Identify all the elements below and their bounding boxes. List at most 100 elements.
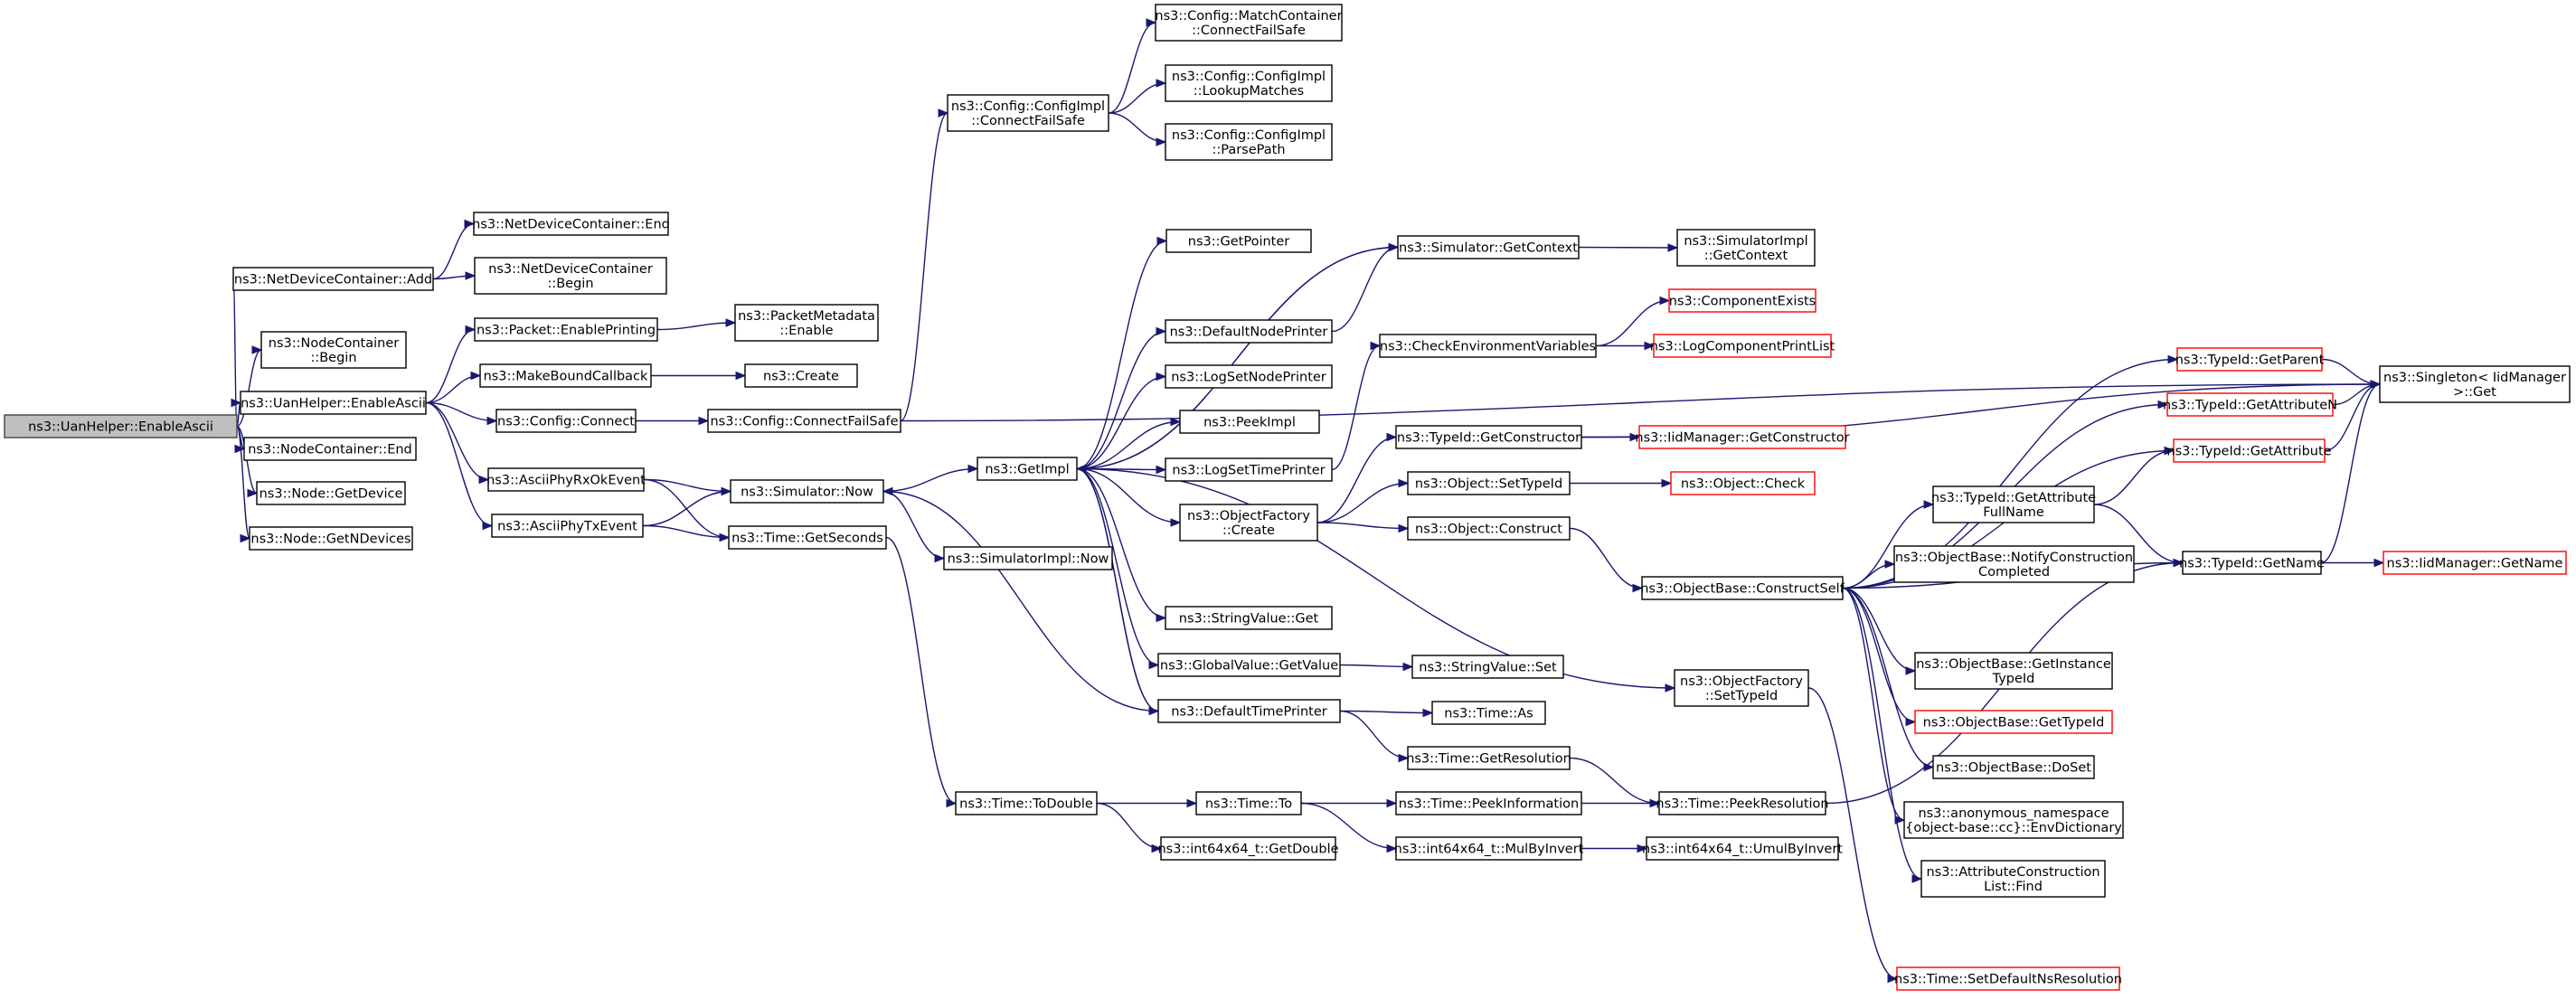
node-ns3-time-peekresolution[interactable]: ns3::Time::PeekResolution [1656,791,1829,815]
edge-n45-n54 [1569,757,1660,805]
node-ns3-config-matchcontainer-connectfailsafe[interactable]: ns3::Config::MatchContainer::ConnectFail… [1155,4,1343,42]
node-label: ns3::IidManager::GetConstructor [1635,431,1849,446]
node-ns3-config-connect[interactable]: ns3::Config::Connect [495,409,637,433]
arrowhead [1156,79,1167,88]
node-ns3-componentexists[interactable]: ns3::ComponentExists [1668,288,1816,313]
node-ns3-anonymous-namespace-object-base-cc-envdictionary[interactable]: ns3::anonymous_namespace{object-base::cc… [1903,801,2124,839]
node-ns3-objectbase-gettypeid[interactable]: ns3::ObjectBase::GetTypeId [1914,710,2113,734]
node-ns3-simulatorimpl-getcontext[interactable]: ns3::SimulatorImpl::GetContext [1676,229,1816,267]
node-box [1668,288,1816,313]
node-ns3-makeboundcallback[interactable]: ns3::MakeBoundCallback [479,363,652,388]
node-ns3-logsettimeprinter[interactable]: ns3::LogSetTimePrinter [1165,457,1333,482]
node-ns3-logcomponentprintlist[interactable]: ns3::LogComponentPrintList [1650,334,1835,358]
node-label: ns3::DefaultTimePrinter [1171,705,1326,720]
node-ns3-config-configimpl-lookupmatches[interactable]: ns3::Config::ConfigImpl::LookupMatches [1165,64,1333,102]
node-label: ::ConnectFailSafe [971,114,1085,128]
node-ns3-time-getseconds[interactable]: ns3::Time::GetSeconds [728,525,887,550]
node-ns3-simulator-getcontext[interactable]: ns3::Simulator::GetContext [1397,235,1580,259]
node-ns3-node-getdevice[interactable]: ns3::Node::GetDevice [256,481,406,505]
node-ns3-stringvalue-set[interactable]: ns3::StringValue::Set [1411,655,1564,679]
node-ns3-netdevicecontainer-add[interactable]: ns3::NetDeviceContainer::Add [232,267,434,291]
node-ns3-defaultnodeprinter[interactable]: ns3::DefaultNodePrinter [1165,319,1333,344]
node-ns3-object-settypeid[interactable]: ns3::Object::SetTypeId [1407,471,1571,495]
node-label: ns3::ComponentExists [1669,295,1816,309]
edge-n20-n33 [1076,467,1159,666]
arrowhead [719,532,731,542]
node-ns3-netdevicecontainer-end[interactable]: ns3::NetDeviceContainer::End [472,212,670,236]
node-ns3-int64x64-t-mulbyinvert[interactable]: ns3::int64x64_t::MulByInvert [1394,836,1584,861]
node-ns3-time-getresolution[interactable]: ns3::Time::GetResolution [1406,746,1571,770]
edge-n13-n17 [642,490,731,527]
arrowhead [2164,446,2175,456]
node-ns3-iidmanager-getconstructor[interactable]: ns3::IidManager::GetConstructor [1635,425,1850,449]
node-ns3-objectbase-constructself[interactable]: ns3::ObjectBase::ConstructSelf [1640,576,1845,600]
node-ns3-iidmanager-getname[interactable]: ns3::IidManager::GetName [2383,551,2567,575]
node-ns3-checkenvironmentvariables[interactable]: ns3::CheckEnvironmentVariables [1379,334,1597,358]
arrowhead [231,398,242,408]
node-ns3-object-construct[interactable]: ns3::Object::Construct [1407,516,1571,541]
node-ns3-simulator-now[interactable]: ns3::Simulator::Now [730,479,884,504]
node-ns3-simulatorimpl-now[interactable]: ns3::SimulatorImpl::Now [943,546,1113,570]
node-box [1407,516,1571,541]
node-ns3-time-peekinformation[interactable]: ns3::Time::PeekInformation [1395,791,1582,815]
node-ns3-nodecontainer-end[interactable]: ns3::NodeContainer::End [243,437,417,461]
node-label: ns3::Time::SetDefaultNsResolution [1894,973,2122,987]
node-ns3-config-configimpl-connectfailsafe[interactable]: ns3::Config::ConfigImpl::ConnectFailSafe [947,94,1109,132]
node-ns3-typeid-getname[interactable]: ns3::TypeId::GetName [2179,551,2325,575]
node-ns3-getpointer[interactable]: ns3::GetPointer [1165,229,1312,253]
node-label: ns3::TypeId::GetName [2179,557,2325,571]
node-ns3-nodecontainer-begin[interactable]: ns3::NodeContainer::Begin [260,331,407,369]
arrowhead [1661,478,1673,488]
arrowhead [251,345,263,354]
node-ns3-typeid-getparent[interactable]: ns3::TypeId::GetParent [2175,347,2325,372]
node-ns3-netdevicecontainer-begin[interactable]: ns3::NetDeviceContainer::Begin [474,257,667,295]
node-ns3-asciiphyrxokevent[interactable]: ns3::AsciiPhyRxOkEvent [486,467,646,492]
node-ns3-uanhelper-enableascii[interactable]: ns3::UanHelper::EnableAscii [4,414,238,438]
node-ns3-globalvalue-getvalue[interactable]: ns3::GlobalValue::GetValue [1157,653,1341,677]
node-label: ns3::CheckEnvironmentVariables [1380,340,1596,354]
node-ns3-time-to[interactable]: ns3::Time::To [1195,791,1302,815]
node-ns3-object-check[interactable]: ns3::Object::Check [1670,471,1816,495]
node-ns3-uanhelper-enableascii[interactable]: ns3::UanHelper::EnableAscii [240,391,427,415]
node-label: ns3::UanHelper::EnableAscii [28,420,213,435]
node-label: ns3::NodeContainer [269,336,399,351]
arrowhead [1156,372,1167,382]
node-label: ns3::TypeId::GetAttribute [1931,491,2096,505]
node-ns3-defaulttimeprinter[interactable]: ns3::DefaultTimePrinter [1157,699,1341,723]
node-label: ns3::Config::MatchContainer [1155,9,1342,24]
node-ns3-logsetnodeprinter[interactable]: ns3::LogSetNodePrinter [1165,364,1333,389]
node-ns3-config-configimpl-parsepath[interactable]: ns3::Config::ConfigImpl::ParsePath [1165,123,1333,161]
node-ns3-int64x64-t-getdouble[interactable]: ns3::int64x64_t::GetDouble [1157,836,1339,861]
node-ns3-asciiphytxevent[interactable]: ns3::AsciiPhyTxEvent [491,514,644,538]
node-ns3-typeid-getconstructor[interactable]: ns3::TypeId::GetConstructor [1395,425,1582,449]
node-ns3-packetmetadata-enable[interactable]: ns3::PacketMetadata::Enable [734,304,879,342]
node-label: ns3::UanHelper::EnableAscii [241,397,426,411]
node-ns3-singleton-iidmanager-get[interactable]: ns3::Singleton< IidManager>::Get [2379,365,2571,403]
node-ns3-objectfactory-settypeid[interactable]: ns3::ObjectFactory::SetTypeId [1674,669,1809,707]
arrowhead [2173,558,2184,568]
node-ns3-node-getndevices[interactable]: ns3::Node::GetNDevices [249,526,413,551]
node-ns3-config-connectfailsafe[interactable]: ns3::Config::ConnectFailSafe [707,409,901,433]
node-ns3-objectbase-doset[interactable]: ns3::ObjectBase::DoSet [1932,755,2095,779]
node-ns3-objectbase-notifyconstruction-completed[interactable]: ns3::ObjectBase::NotifyConstructionCompl… [1893,545,2135,583]
node-ns3-typeid-getattribute[interactable]: ns3::TypeId::GetAttribute [2166,438,2332,463]
node-ns3-stringvalue-get[interactable]: ns3::StringValue::Get [1165,606,1333,630]
node-box [1179,410,1320,434]
node-ns3-time-setdefaultnsresolution[interactable]: ns3::Time::SetDefaultNsResolution [1894,966,2122,991]
node-ns3-int64x64-t-umulbyinvert[interactable]: ns3::int64x64_t::UmulByInvert [1642,836,1843,861]
node-box [260,331,407,369]
node-ns3-peekimpl[interactable]: ns3::PeekImpl [1179,410,1320,434]
node-ns3-typeid-getattributen[interactable]: ns3::TypeId::GetAttributeN [2163,392,2337,417]
node-ns3-time-as[interactable]: ns3::Time::As [1431,701,1546,725]
node-ns3-time-todouble[interactable]: ns3::Time::ToDouble [955,791,1098,815]
node-ns3-objectfactory-create[interactable]: ns3::ObjectFactory::Create [1179,504,1318,542]
node-ns3-getimpl[interactable]: ns3::GetImpl [977,457,1078,481]
node-ns3-packet-enableprinting[interactable]: ns3::Packet::EnablePrinting [474,317,658,342]
edge-n20-n32 [1076,467,1166,619]
node-ns3-create[interactable]: ns3::Create [744,363,858,388]
edge-n53-n60 [1842,587,1916,723]
node-label: ns3::StringValue::Set [1419,661,1557,675]
